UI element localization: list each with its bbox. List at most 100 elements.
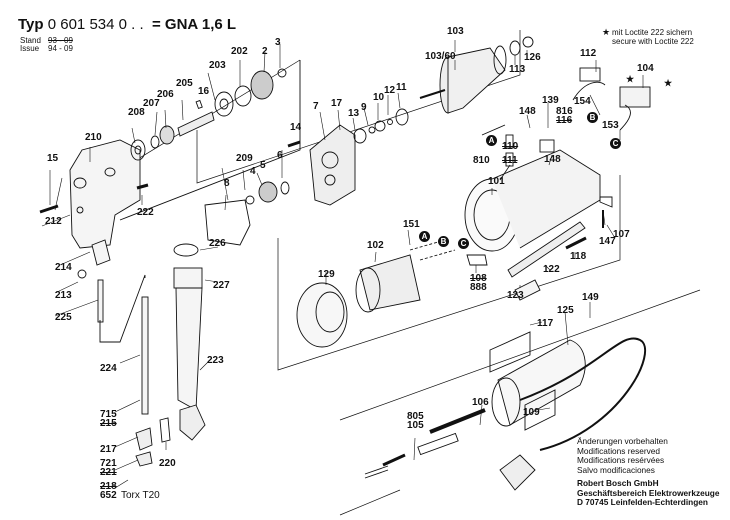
part-label: 5	[260, 160, 266, 171]
part-label-superseded: 110	[502, 141, 519, 152]
part-label: 213	[55, 290, 72, 301]
document-title: Typ 0 601 534 0 . . = GNA 1,6 L	[18, 16, 236, 33]
part-label: 2	[262, 46, 268, 57]
part-label: 153	[602, 120, 619, 131]
model-name: = GNA 1,6 L	[152, 16, 237, 33]
part-label: 147	[599, 236, 616, 247]
part-label: 805	[407, 411, 424, 422]
part-label: 6	[277, 150, 283, 161]
flange-assembly	[204, 108, 409, 246]
part-label: 103	[447, 26, 464, 37]
note-en: Modifications reserved	[577, 445, 661, 456]
loctite-note: ★ mit Loctite 222 sichern secure with Lo…	[602, 28, 694, 47]
note-fr: Modifications resérvées	[577, 455, 665, 466]
part-label: 721	[100, 458, 117, 469]
small-parts-left	[39, 183, 171, 467]
note-es: Salvo modificaciones	[577, 464, 655, 475]
gear-group-frame	[119, 60, 301, 221]
part-label-superseded: 108	[470, 273, 487, 284]
part-label: 210	[85, 132, 102, 143]
issue-label: Issue	[20, 44, 40, 53]
part-label: 205	[176, 78, 193, 89]
connector-a-marker: A	[486, 135, 497, 146]
part-label: 103/60	[425, 51, 456, 62]
part-label: 16	[198, 86, 210, 97]
part-label: 154	[574, 96, 591, 107]
part-label: 109	[523, 407, 540, 418]
motor-housing	[464, 149, 601, 252]
part-label: 10	[373, 92, 385, 103]
connector-b-marker: B	[438, 236, 449, 247]
modification-notes: Änderungen vorbehalten Modifications res…	[577, 436, 668, 475]
part-label: 3	[275, 37, 281, 48]
loctite-line-en: secure with Loctite 222	[612, 37, 694, 46]
stand-label: Stand	[20, 36, 41, 45]
part-label: 117	[537, 318, 554, 329]
part-label: 209	[236, 153, 253, 164]
part-label: 123	[507, 290, 524, 301]
loctite-line-de: mit Loctite 222 sichern	[612, 28, 693, 37]
motor-frame	[277, 175, 621, 371]
part-label: 226	[209, 238, 226, 249]
switch-and-brushes	[481, 67, 651, 181]
part-label: 206	[157, 89, 174, 100]
part-label-superseded: 111	[502, 155, 518, 166]
part-label: 222	[137, 207, 154, 218]
field-coil	[355, 254, 421, 313]
part-label-superseded: 218	[100, 481, 117, 492]
part-label: 12	[384, 85, 396, 96]
part-label: 11	[396, 82, 407, 93]
part-label: 816	[556, 106, 573, 117]
torx-note: Torx T20	[121, 490, 160, 501]
part-label: 104	[637, 63, 654, 74]
typ-label: Typ	[18, 16, 44, 33]
connector-c-marker: C	[458, 238, 469, 249]
part-label: 13	[348, 108, 360, 119]
revision-block: Stand Issue 93 - 09 94 - 09	[20, 36, 73, 53]
connector-c-marker: C	[610, 138, 621, 149]
part-label: 105	[407, 420, 424, 431]
connector-b-marker: B	[587, 112, 598, 123]
gear-head-housing	[69, 139, 141, 249]
switch-rod	[409, 196, 613, 301]
part-label: 7	[313, 101, 319, 112]
part-label: 217	[100, 444, 117, 455]
stand-value: 93 - 09	[48, 36, 73, 45]
part-label: 212	[45, 216, 62, 227]
part-label: 148	[519, 106, 536, 117]
part-label-superseded: 215	[100, 418, 117, 429]
power-cable	[364, 337, 646, 491]
star-icon: ★	[602, 27, 611, 37]
part-label: 107	[613, 229, 630, 240]
part-label: 715	[100, 409, 117, 420]
armature	[419, 36, 534, 114]
part-label: 126	[524, 52, 541, 63]
part-label: 220	[159, 458, 176, 469]
part-label: 208	[128, 107, 145, 118]
part-label: 122	[543, 264, 560, 275]
part-label: 125	[557, 305, 574, 316]
typ-number: 0 601 534 0 . .	[47, 16, 144, 33]
gear-train	[130, 68, 287, 161]
part-label: 214	[55, 262, 72, 273]
lower-handle	[173, 243, 206, 441]
star-icon: ★	[626, 74, 635, 84]
company-address: Robert Bosch GmbH Geschäftsbereich Elekt…	[577, 478, 720, 508]
part-label: 4	[250, 166, 256, 177]
leader-lines	[41, 40, 644, 489]
part-label: 149	[582, 292, 599, 303]
part-label: 223	[207, 355, 224, 366]
part-label: 207	[143, 98, 160, 109]
company-division: Geschäftsbereich Elektrowerkzeuge	[577, 487, 720, 498]
issue-value: 94 - 09	[48, 44, 73, 53]
part-label: 17	[331, 98, 343, 109]
note-de: Änderungen vorbehalten	[577, 436, 668, 446]
part-label: 129	[318, 269, 335, 280]
part-label: 224	[100, 363, 117, 374]
part-label: 112	[580, 48, 597, 59]
part-label: 8	[224, 178, 230, 189]
part-label: 14	[290, 122, 302, 133]
part-label-superseded: 116	[556, 115, 573, 126]
part-label: 148	[544, 154, 561, 165]
